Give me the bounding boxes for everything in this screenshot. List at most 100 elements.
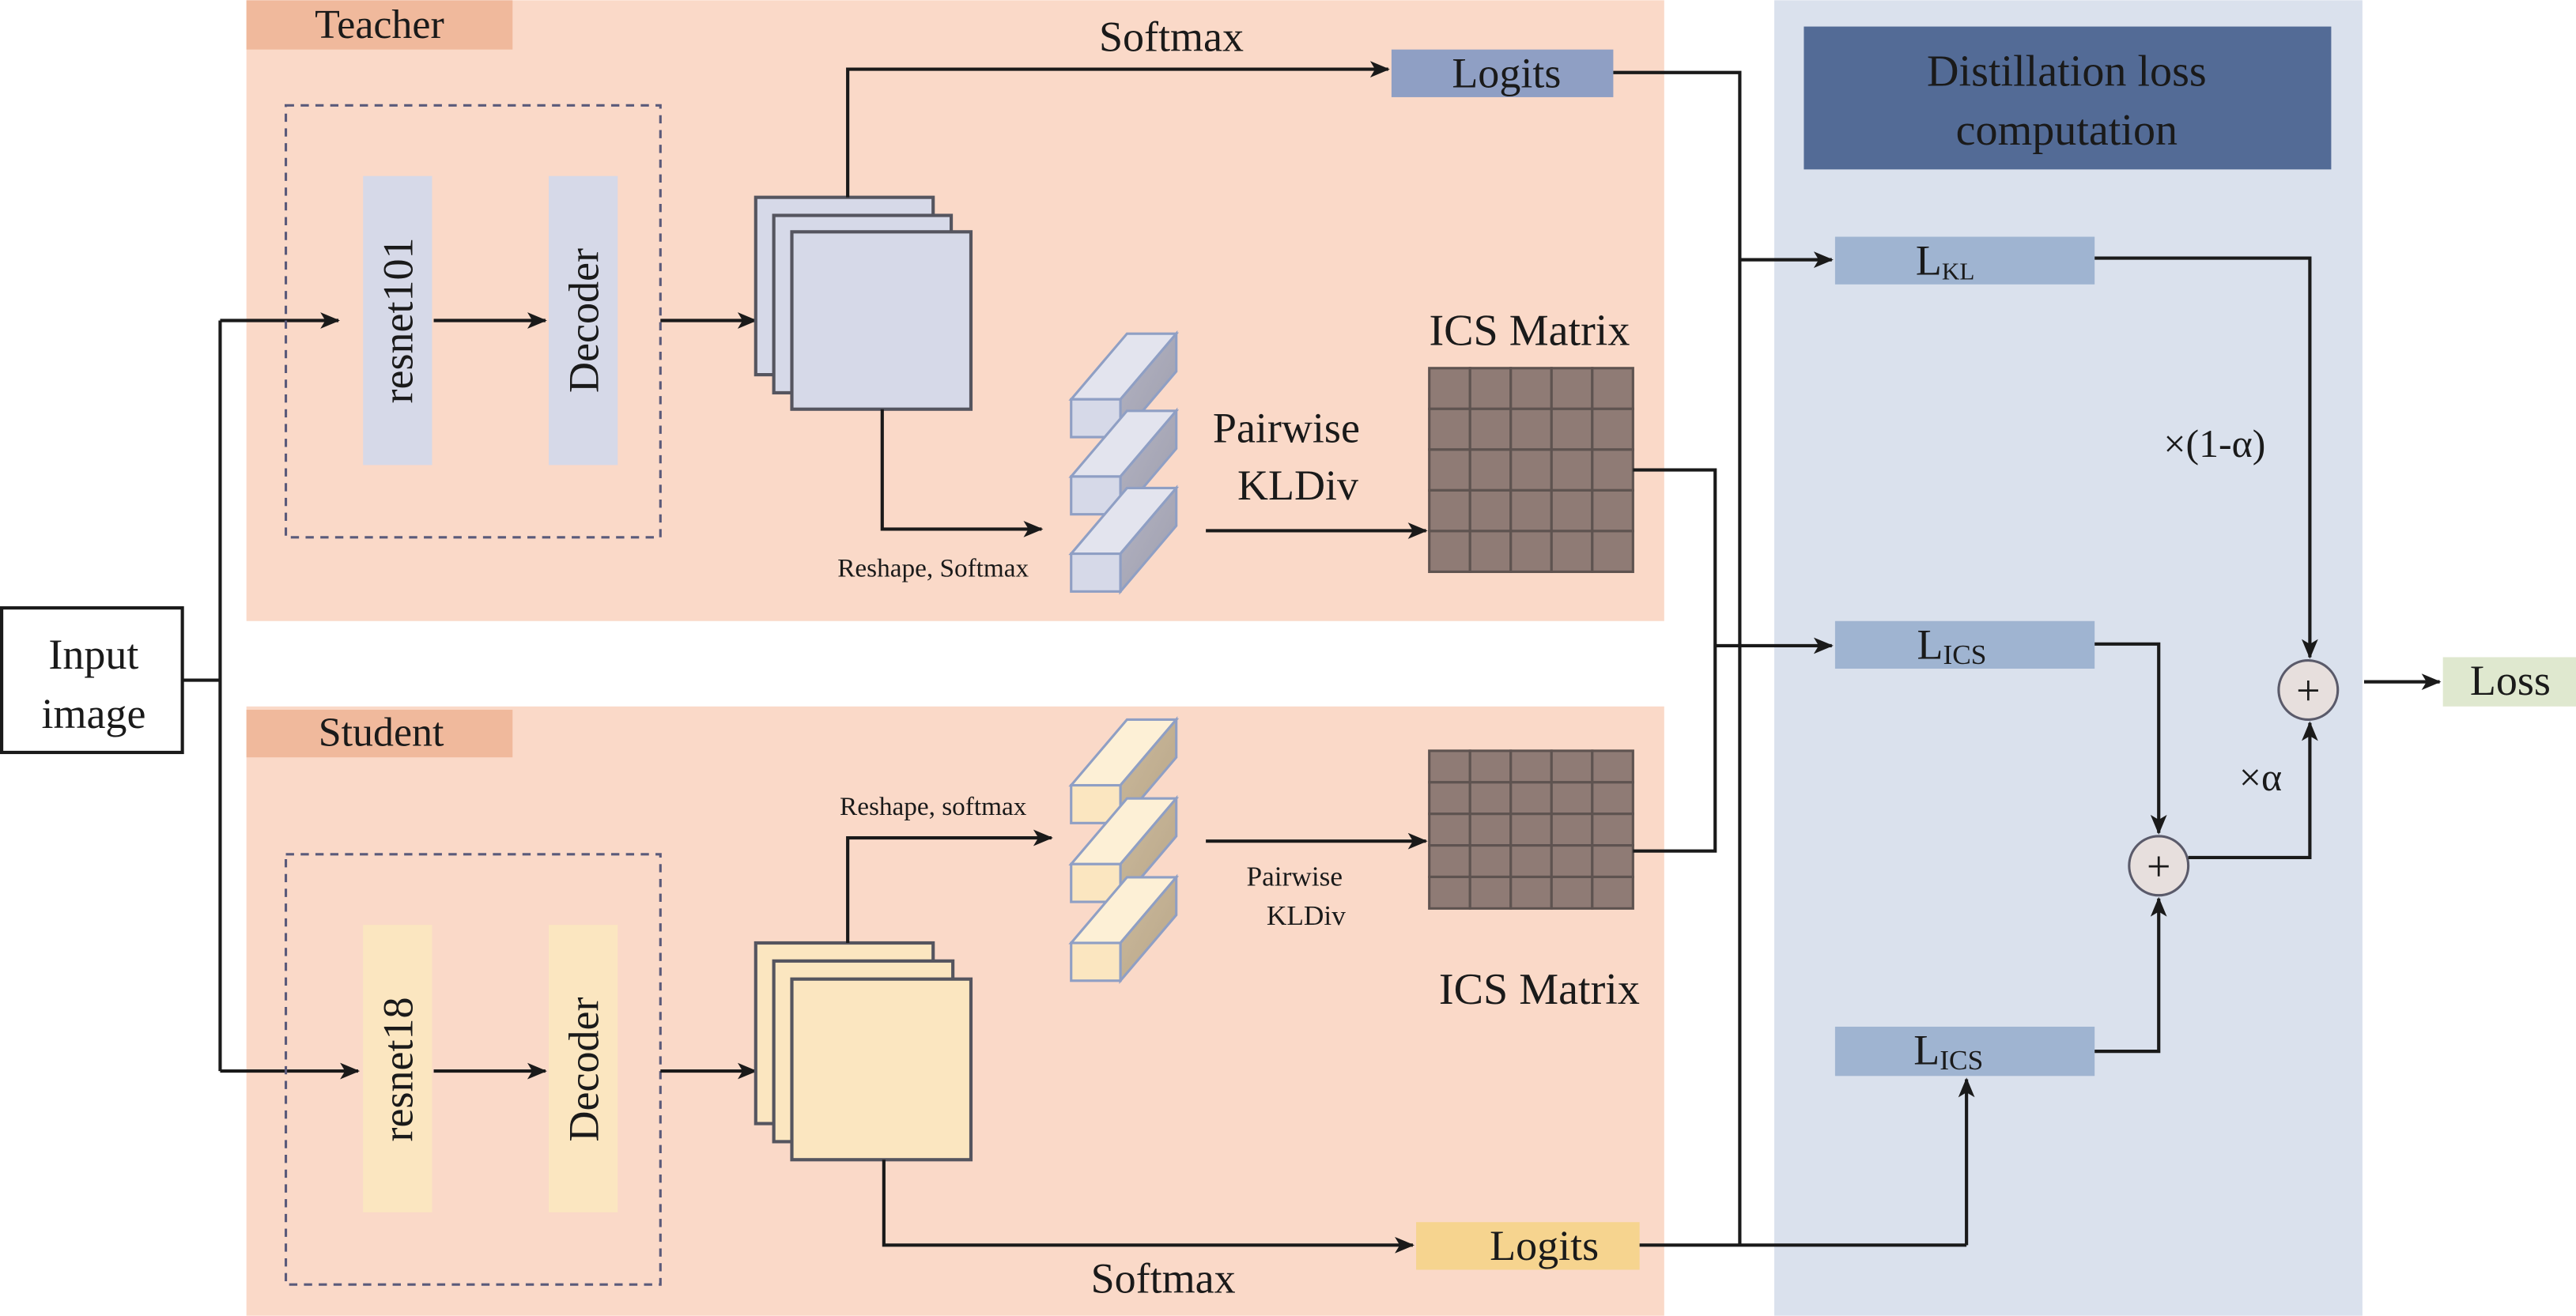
lkl-box <box>1834 236 2095 285</box>
lics-1-arrow <box>2094 642 2167 835</box>
sum-node-total <box>2277 659 2340 721</box>
teacher-decoder-label: Decoder <box>560 248 607 393</box>
lics-2-label: LICS <box>1913 1027 1983 1076</box>
teacher-model-frame <box>284 104 662 539</box>
student-ics-matrix <box>1428 749 1634 910</box>
student-pairwise-label-line1: Pairwise <box>1246 861 1343 892</box>
student-tag-bg <box>246 709 513 758</box>
lkl-label: LKL <box>1916 236 1975 285</box>
ics-weighted-arrow <box>2188 721 2318 860</box>
sum-node-total-symbol: + <box>2296 667 2320 715</box>
lics-2-arrow <box>2094 896 2167 1054</box>
matrix-cell <box>1591 530 1634 573</box>
matrix-cell <box>1428 367 1471 410</box>
matrix-cell <box>1468 844 1513 879</box>
matrix-cell <box>1428 488 1471 533</box>
matrix-cell <box>1550 530 1594 573</box>
matrix-cell <box>1468 367 1513 410</box>
matrix-cell <box>1550 448 1594 492</box>
matrix-cell <box>1509 530 1553 573</box>
matrix-cell <box>1550 488 1594 533</box>
matrix-cell <box>1591 448 1634 492</box>
matrix-cell <box>1428 844 1471 879</box>
matrix-cell <box>1550 367 1594 410</box>
teacher-decoder-block <box>548 175 618 466</box>
matrix-cell <box>1468 813 1513 847</box>
teacher-logits-box <box>1391 49 1614 97</box>
loss-output-box <box>2442 657 2576 707</box>
matrix-cell <box>1591 844 1634 879</box>
teacher-feature-maps <box>754 195 973 411</box>
matrix-cell <box>1428 448 1471 492</box>
student-reshape-label: Reshape, softmax <box>840 792 1027 821</box>
matrix-cell <box>1468 488 1513 533</box>
teacher-vectors <box>1068 330 1180 595</box>
loss-title-line2: computation <box>1956 106 2178 155</box>
student-reshape-arrow <box>846 829 1053 943</box>
matrix-cell <box>1509 781 1553 816</box>
teacher-pairwise-label-line2: KLDiv <box>1237 462 1359 509</box>
loss-title-line1: Distillation loss <box>1927 47 2207 96</box>
matrix-cell <box>1509 749 1553 784</box>
matrix-cell <box>1591 407 1634 451</box>
teacher-pairwise-label-line1: Pairwise <box>1213 404 1360 451</box>
teacher-matrix-connector <box>1633 468 1717 853</box>
matrix-cell <box>1468 530 1513 573</box>
teacher-ics-matrix <box>1428 367 1634 573</box>
matrix-cell <box>1468 448 1513 492</box>
matrix-cell <box>1550 813 1594 847</box>
student-model-frame <box>284 853 662 1286</box>
student-logits-box <box>1416 1222 1640 1270</box>
teacher-softmax-label: Softmax <box>1099 13 1244 61</box>
sum-node-ics <box>2128 835 2190 897</box>
matrix-cell <box>1509 488 1553 533</box>
matrix-cell <box>1428 781 1471 816</box>
teacher-matrix-label: ICS Matrix <box>1429 307 1630 356</box>
student-backbone-label: resnet18 <box>375 997 422 1141</box>
student-matrix-label: ICS Matrix <box>1439 965 1640 1014</box>
teacher-tag-bg <box>246 0 513 50</box>
teacher-reshape-arrow <box>880 409 1044 537</box>
teacher-logits-label: Logits <box>1452 49 1561 96</box>
matrix-cell <box>1550 749 1594 784</box>
matrix-cell <box>1591 875 1634 910</box>
matrix-cell <box>1428 407 1471 451</box>
matrix-cell <box>1428 749 1471 784</box>
matrix-cell <box>1428 530 1471 573</box>
matrix-cell <box>1468 781 1513 816</box>
matrix-cell <box>1468 749 1513 784</box>
lics-box-1 <box>1834 620 2095 669</box>
matrix-cell <box>1550 875 1594 910</box>
lkl-weighted-arrow <box>2094 256 2318 659</box>
weight-kl-label: ×(1-α) <box>2163 422 2265 466</box>
matrix-cell <box>1509 367 1553 410</box>
matrix-cell <box>1428 813 1471 847</box>
matrix-cell <box>1468 407 1513 451</box>
teacher-softmax-arrow <box>846 61 1390 198</box>
matrix-cell <box>1509 407 1553 451</box>
matrix-cell <box>1591 488 1634 533</box>
student-vectors <box>1068 716 1180 985</box>
teacher-backbone-block <box>363 175 432 466</box>
student-pairwise-label-line2: KLDiv <box>1267 900 1346 931</box>
matrix-cell <box>1509 813 1553 847</box>
matrix-cell <box>1591 367 1634 410</box>
sum-node-ics-symbol: + <box>2147 843 2170 890</box>
teacher-reshape-label: Reshape, Softmax <box>837 554 1029 583</box>
matrix-cell <box>1509 875 1553 910</box>
matrix-cell <box>1591 813 1634 847</box>
student-softmax-arrow <box>882 1160 1415 1254</box>
weight-ics-label: ×α <box>2239 756 2282 799</box>
student-softmax-label: Softmax <box>1091 1255 1236 1303</box>
lics-1-label: LICS <box>1917 621 1986 670</box>
lics-box-2 <box>1834 1026 2095 1077</box>
matrix-cell <box>1509 448 1553 492</box>
student-decoder-block <box>548 925 618 1212</box>
student-decoder-label: Decoder <box>560 997 607 1142</box>
input-label-line2: image <box>41 690 145 737</box>
teacher-tag: Teacher <box>315 2 444 47</box>
student-tag: Student <box>319 711 444 756</box>
matrix-cell <box>1550 407 1594 451</box>
matrix-cell <box>1468 875 1513 910</box>
matrix-cell <box>1591 749 1634 784</box>
